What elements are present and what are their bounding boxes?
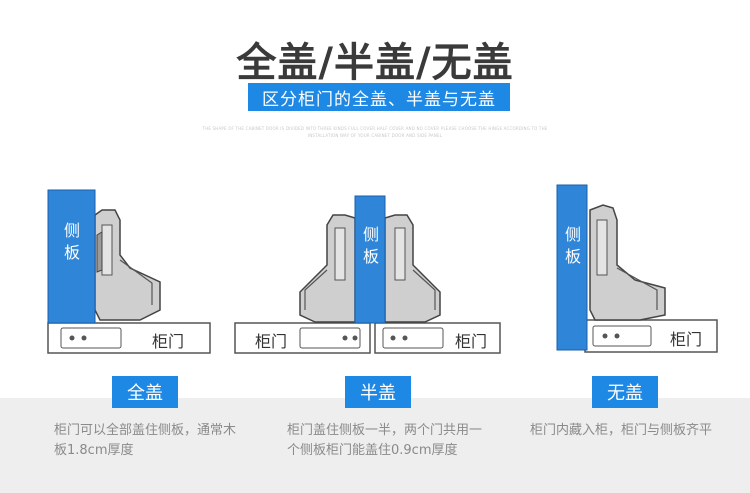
- side-panel-label: 侧板: [362, 225, 379, 266]
- description-none: 柜门内藏入柜，柜门与侧板齐平: [530, 423, 713, 438]
- no-overlay-diagram: 侧板 柜门: [545, 180, 725, 370]
- half-overlay-diagram: 侧板 柜门 柜门: [225, 180, 515, 370]
- category-label-full: 全盖: [112, 376, 178, 408]
- door-label-right: 柜门: [455, 332, 488, 351]
- category-label-none: 无盖: [592, 376, 658, 408]
- side-panel-label: 侧板: [564, 225, 581, 266]
- description-band: [0, 398, 750, 493]
- full-overlay-diagram: 侧板 柜门: [40, 180, 220, 370]
- door-label-left: 柜门: [255, 332, 288, 351]
- side-panel-label: 侧板: [63, 221, 80, 262]
- description-half: 柜门盖住侧板一半，两个门共用一个侧板柜门能盖住0.9cm厚度: [287, 423, 483, 458]
- page-title: 全盖/半盖/无盖: [236, 40, 514, 86]
- description-full: 柜门可以全部盖住侧板，通常木板1.8cm厚度: [54, 423, 237, 458]
- category-label-half: 半盖: [345, 376, 411, 408]
- door-label: 柜门: [670, 330, 703, 349]
- subtitle-banner: 区分柜门的全盖、半盖与无盖: [248, 83, 510, 111]
- door-label: 柜门: [152, 332, 185, 351]
- english-fine-print: THE SHAPE OF THE CABINET DOOR IS DIVIDED…: [202, 126, 548, 138]
